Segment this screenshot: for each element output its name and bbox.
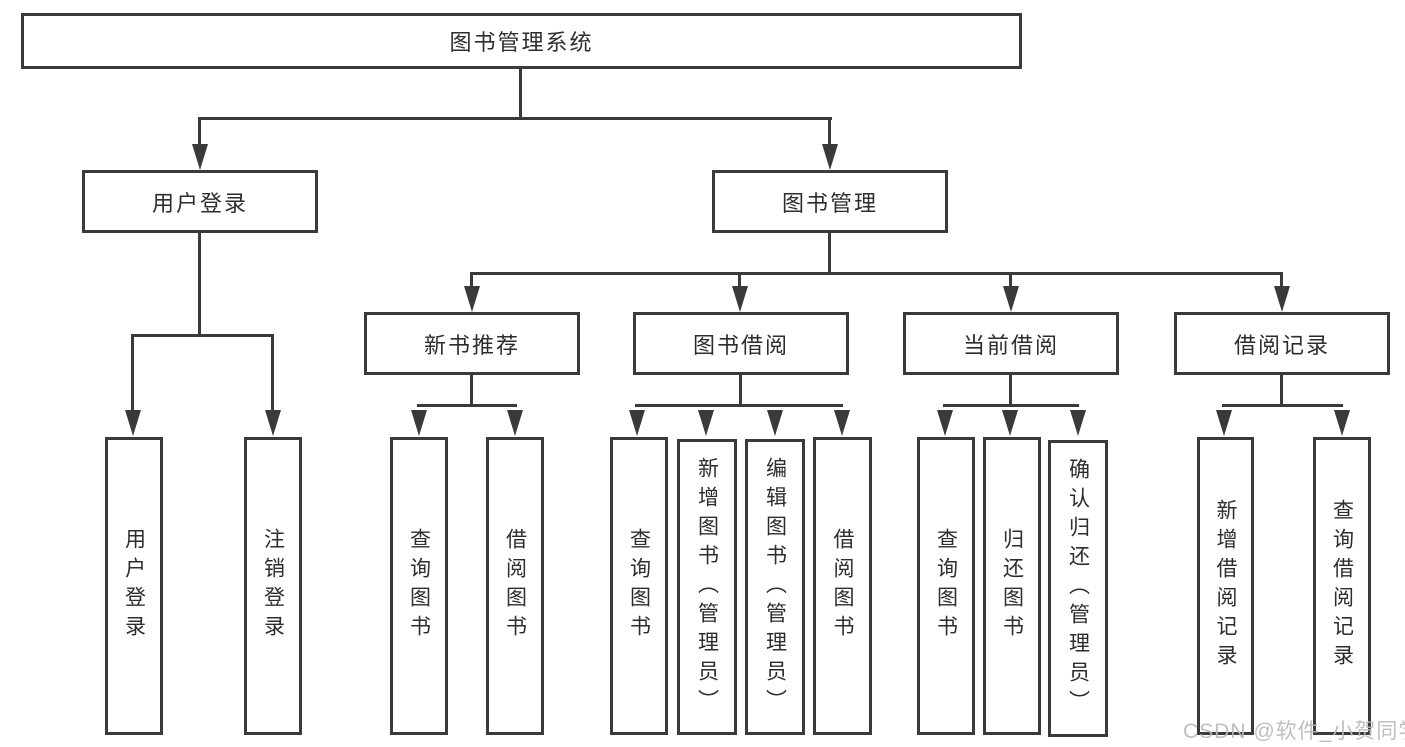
leaf-edit-book-admin: 编辑图书（管理员） [745,439,805,735]
arrowhead-icon [411,410,427,436]
connector-line [1009,272,1012,290]
connector-line [271,334,274,412]
leaf-label: 查询图书 [934,528,958,644]
arrowhead-icon [265,410,281,436]
leaf-query-books: 查询图书 [917,437,975,735]
leaf-add-borrow-record: 新增借阅记录 [1197,437,1254,735]
node-current-borrowing: 当前借阅 [903,312,1119,375]
arrowhead-icon [767,410,783,436]
node-book-borrowing: 图书借阅 [633,312,849,375]
leaf-label: 用户登录 [122,528,146,644]
arrowhead-icon [1003,286,1019,312]
connector-line [1222,404,1343,407]
arrowhead-icon [507,410,523,436]
leaf-label: 借阅图书 [831,528,854,644]
connector-line [470,375,473,406]
leaf-query-books: 查询图书 [390,437,448,735]
node-book-management: 图书管理 [712,170,948,233]
connector-line [417,404,517,407]
connector-line [198,117,832,120]
arrowhead-icon [192,144,208,170]
leaf-confirm-return-admin: 确认归还（管理员） [1048,440,1108,737]
leaf-borrow-books: 借阅图书 [486,437,544,735]
arrowhead-icon [464,286,480,312]
connector-line [470,272,1283,275]
arrowhead-icon [1002,410,1018,436]
arrowhead-icon [1274,286,1290,312]
arrowhead-icon [732,286,748,312]
connector-line [1280,272,1283,290]
connector-line [1009,375,1012,406]
arrowhead-icon [937,410,953,436]
arrowhead-icon [1216,410,1232,436]
arrowhead-icon [629,410,645,436]
leaf-label: 注销登录 [261,528,285,644]
arrowhead-icon [125,410,141,436]
arrowhead-icon [822,144,838,170]
connector-line [198,233,201,336]
leaf-label: 查询图书 [407,528,431,644]
connector-line [738,272,741,290]
node-library-system: 图书管理系统 [21,13,1022,69]
leaf-borrow-books: 借阅图书 [813,437,872,735]
node-borrowing-records: 借阅记录 [1174,312,1390,375]
leaf-label: 新增图书（管理员） [695,456,719,718]
connector-line [828,232,831,274]
connector-line [470,272,473,290]
arrowhead-icon [698,410,714,436]
leaf-query-books: 查询图书 [610,437,668,735]
leaf-label: 确认归还（管理员） [1066,458,1090,719]
leaf-label: 查询借阅记录 [1330,499,1354,673]
connector-line [198,117,201,147]
leaf-label: 新增借阅记录 [1214,499,1237,673]
leaf-add-book-admin: 新增图书（管理员） [677,439,737,735]
arrowhead-icon [1334,410,1350,436]
connector-line [828,117,831,147]
leaf-label: 编辑图书（管理员） [763,456,787,718]
leaf-label: 查询图书 [627,528,651,644]
connector-line [943,404,1079,407]
leaf-logout: 注销登录 [244,437,302,735]
leaf-label: 借阅图书 [503,528,527,644]
node-user-login: 用户登录 [82,170,318,233]
connector-line [131,334,274,337]
connector-line [131,334,134,412]
connector-line [739,375,742,406]
arrowhead-icon [1070,410,1086,436]
leaf-user-login: 用户登录 [105,437,163,735]
watermark-text: CSDN @软件_小贺同学 [1183,720,1405,743]
node-new-book-recommend: 新书推荐 [364,312,580,375]
connector-line [1280,375,1283,406]
leaf-return-books: 归还图书 [983,437,1041,735]
leaf-query-borrow-record: 查询借阅记录 [1313,437,1371,735]
leaf-label: 归还图书 [1000,528,1024,644]
connector-line [519,69,522,118]
arrowhead-icon [834,410,850,436]
connector-line [635,404,843,407]
